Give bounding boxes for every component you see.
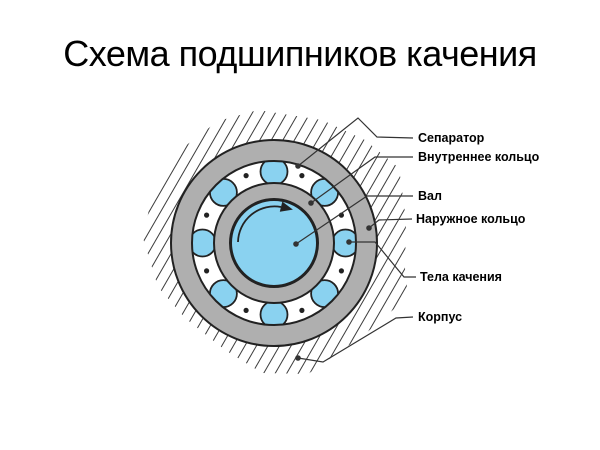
label-housing: Корпус [418, 309, 463, 324]
rotation-arrow-arc [237, 205, 282, 243]
label-shaft: Вал [418, 188, 442, 203]
leader-line-rolling-elements [349, 241, 416, 278]
slide-title: Схема подшипников качения [63, 33, 537, 74]
leader-anchor-dot-housing [295, 355, 301, 361]
leader-anchor-dot-rolling-elements [346, 239, 352, 245]
leader-line-housing [297, 316, 414, 363]
cage-rivet-dots [204, 173, 344, 313]
leader-anchor-dot-outer-ring [366, 225, 372, 231]
cage-rivet-dot [243, 307, 249, 313]
leader-anchor-dot-inner-ring [308, 200, 314, 206]
label-separator: Сепаратор [418, 130, 485, 145]
cage-rivet-dot [204, 268, 210, 274]
rotation-arrow-head [279, 201, 293, 212]
cage-rivet-dot [338, 268, 344, 274]
leader-line-separator [297, 117, 414, 167]
leader-line-outer-ring [368, 218, 413, 229]
leader-line-shaft [295, 195, 413, 245]
leader-line-inner-ring [310, 156, 413, 204]
label-inner-ring: Внутреннее кольцо [418, 149, 540, 164]
leader-lines [293, 117, 416, 363]
rotation-arrow-icon [237, 201, 293, 243]
label-rolling-elements: Тела качения [420, 269, 502, 284]
cage-rivet-dot [204, 212, 210, 218]
label-outer-ring: Наружное кольцо [416, 211, 526, 226]
cage-rivet-dot [299, 307, 305, 313]
leader-anchor-dot-shaft [293, 241, 299, 247]
cage-rivet-dot [299, 173, 305, 179]
bearing-outer-ring [169, 139, 379, 347]
cage-rivet-dot [243, 173, 249, 179]
shaft-circle [230, 199, 318, 287]
leader-anchor-dot-separator [295, 163, 301, 169]
